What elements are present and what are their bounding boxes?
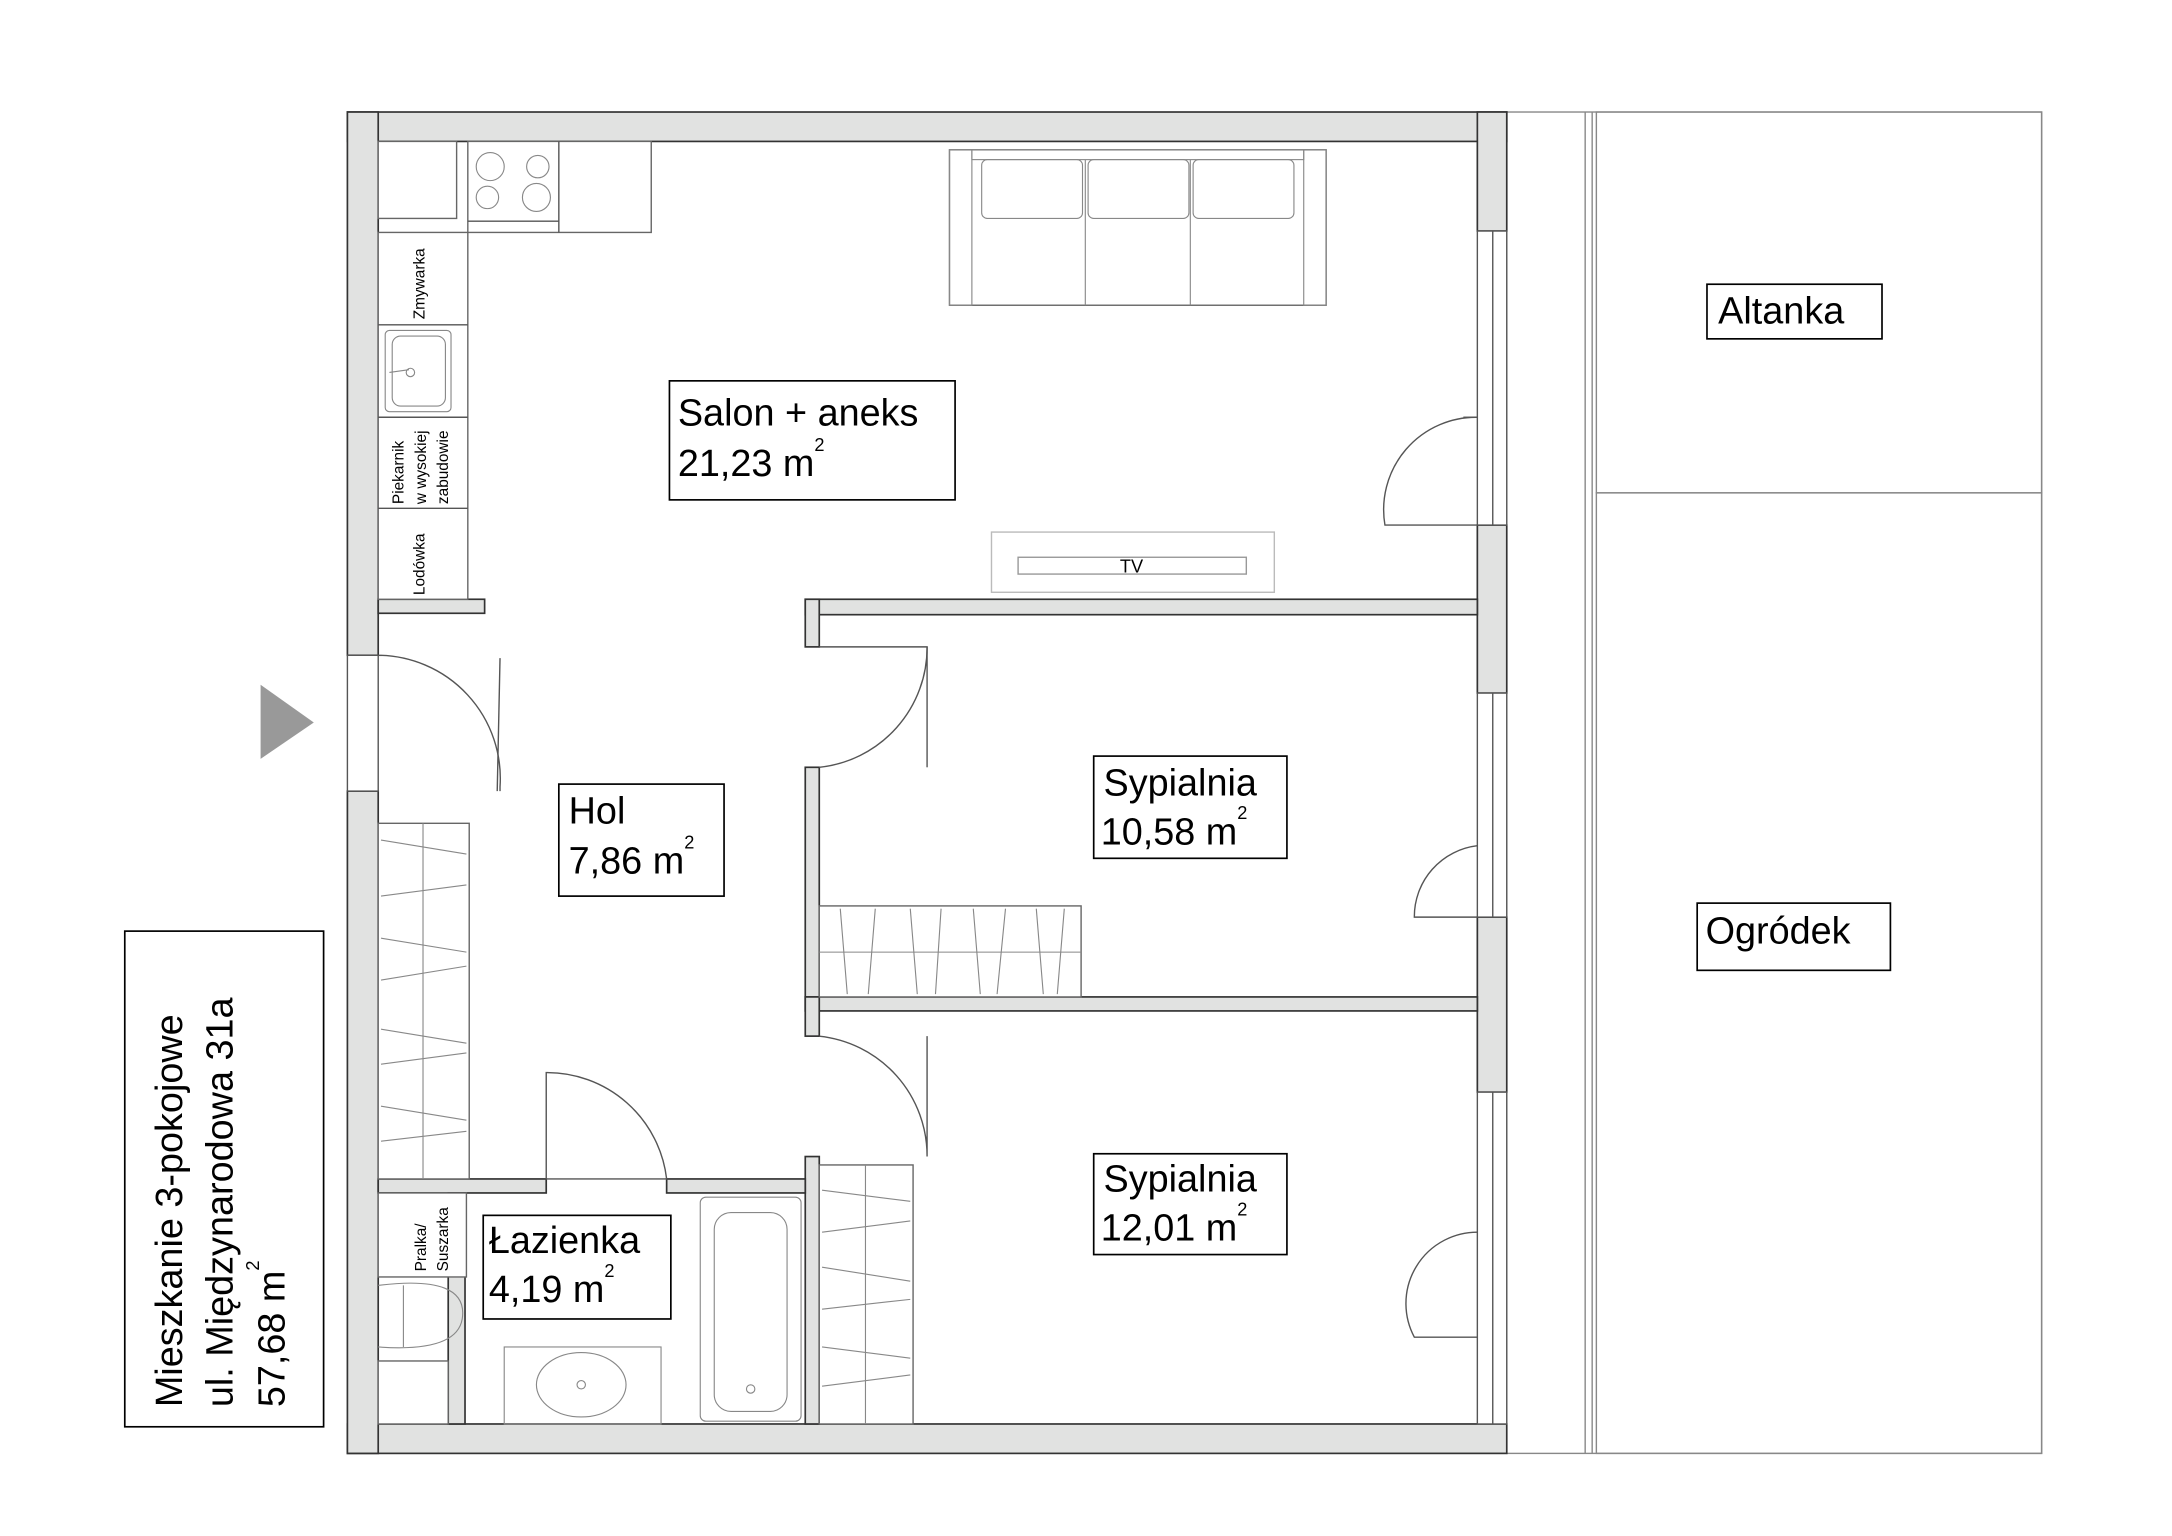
kitchen-sink-icon xyxy=(384,329,452,413)
svg-text:Ogródek: Ogródek xyxy=(1706,911,1851,953)
stove-burners-icon xyxy=(475,152,551,212)
svg-text:Sypialnia: Sypialnia xyxy=(1104,1159,1258,1201)
room-label-salon: Salon + aneks 21,23 m2 xyxy=(668,380,956,501)
info-area: 57,68 m2 xyxy=(243,1260,293,1407)
label-lodowka: Lodówka xyxy=(411,533,428,595)
svg-text:10,58 m2: 10,58 m2 xyxy=(1101,803,1248,853)
tv-unit: TV xyxy=(990,531,1276,593)
toilet-icon xyxy=(378,1282,464,1349)
kitchen: Zmywarka Piekarnik w wysokiej zabudowie … xyxy=(377,140,652,600)
entrance-arrow-icon xyxy=(260,684,314,759)
svg-text:Altanka: Altanka xyxy=(1718,290,1845,332)
label-tv: TV xyxy=(1120,557,1144,577)
wardrobe-bedroom-1 xyxy=(818,905,1082,998)
label-altanka: Altanka xyxy=(1706,283,1883,340)
label-piekarnik-2: w wysokiej xyxy=(413,431,430,506)
walls xyxy=(346,111,1508,1455)
info-address: ul. Międzynarodowa 31a xyxy=(200,996,242,1407)
label-ogrodek: Ogródek xyxy=(1696,902,1892,972)
bathroom-fixtures: Pralka/ Suszarka xyxy=(377,1192,802,1425)
wardrobe-hol xyxy=(377,822,470,1180)
label-zmywarka: Zmywarka xyxy=(411,248,428,319)
label-suszarka: Suszarka xyxy=(435,1207,452,1272)
info-type: Mieszkanie 3-pokojowe xyxy=(149,1014,191,1407)
svg-text:Łazienka: Łazienka xyxy=(489,1220,641,1262)
room-label-lazienka: Łazienka 4,19 m2 xyxy=(482,1214,672,1320)
apartment-info: Mieszkanie 3-pokojowe ul. Międzynarodowa… xyxy=(123,930,325,1428)
windows xyxy=(1476,230,1508,1425)
svg-text:7,86 m2: 7,86 m2 xyxy=(569,833,695,883)
stove xyxy=(467,140,652,234)
wardrobe-bedroom-2 xyxy=(818,1164,914,1425)
svg-text:Hol: Hol xyxy=(569,790,626,832)
room-label-sypialnia-2: Sypialnia 12,01 m2 xyxy=(1092,1152,1288,1256)
sofa-icon xyxy=(948,149,1327,306)
svg-text:Sypialnia: Sypialnia xyxy=(1104,762,1258,804)
svg-text:Salon + aneks: Salon + aneks xyxy=(678,393,919,435)
bathtub-icon xyxy=(699,1196,802,1422)
label-piekarnik-3: zabudowie xyxy=(435,430,452,504)
room-label-sypialnia-1: Sypialnia 10,58 m2 xyxy=(1092,755,1288,860)
doors xyxy=(378,416,1478,1338)
washbasin-icon xyxy=(503,1346,662,1425)
svg-text:21,23 m2: 21,23 m2 xyxy=(678,435,825,485)
ogrodek-area xyxy=(1595,492,2043,1455)
room-label-hol: Hol 7,86 m2 xyxy=(557,783,725,897)
svg-text:12,01 m2: 12,01 m2 xyxy=(1101,1199,1248,1249)
svg-text:4,19 m2: 4,19 m2 xyxy=(489,1261,615,1311)
label-pralka: Pralka/ xyxy=(413,1223,430,1272)
label-piekarnik: Piekarnik xyxy=(390,440,407,504)
